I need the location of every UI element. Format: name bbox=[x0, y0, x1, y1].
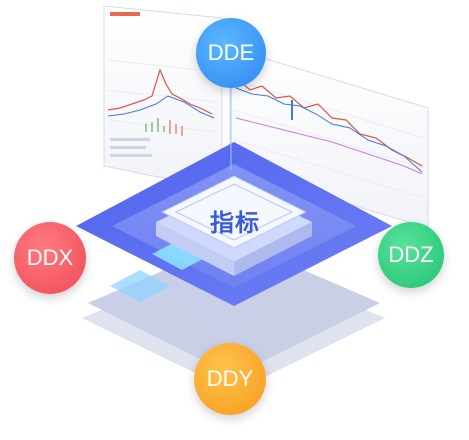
center-chip bbox=[156, 175, 312, 276]
center-label: 指标 bbox=[210, 208, 260, 237]
platform-shadow-mid bbox=[88, 240, 380, 376]
node-ddz: DDZ bbox=[378, 222, 444, 288]
stock-chart-screen-left bbox=[103, 5, 223, 191]
node-ddy: DDY bbox=[194, 343, 266, 415]
node-dde: DDE bbox=[196, 18, 266, 88]
node-ddx: DDX bbox=[14, 222, 86, 294]
platform-tile-2 bbox=[110, 270, 170, 302]
